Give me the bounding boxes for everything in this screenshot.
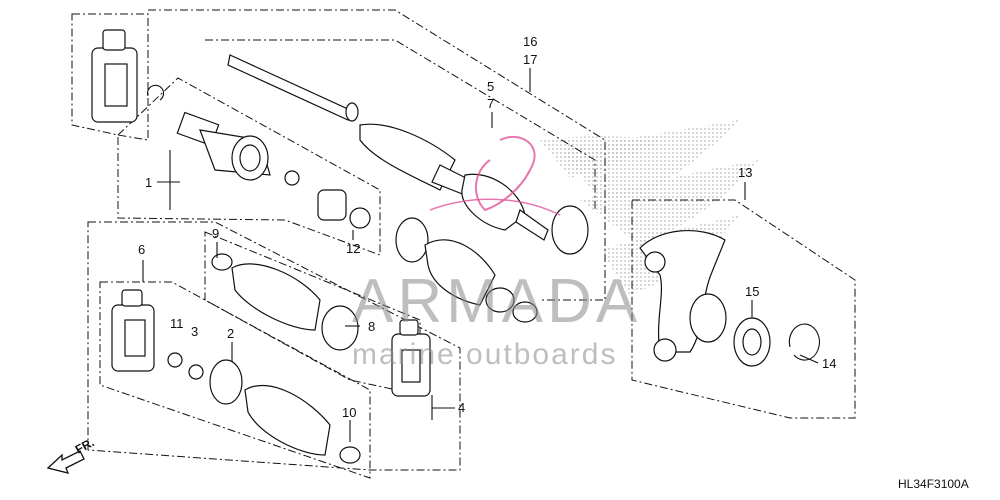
front-direction-arrow-icon (46, 450, 85, 474)
knuckle-assembly (639, 229, 820, 367)
callout-15: 15 (745, 284, 759, 299)
callout-17: 17 (523, 52, 537, 67)
group-outlines (71, 9, 856, 479)
watermark-brand: ARMADA (352, 267, 641, 336)
outer-boot-right (395, 205, 589, 323)
callout-12: 12 (346, 241, 360, 256)
callout-9: 9 (212, 226, 219, 241)
oil-bottle-top (91, 29, 165, 123)
inner-cv-joint (176, 111, 371, 229)
callout-3: 3 (191, 324, 198, 339)
callout-14: 14 (822, 356, 836, 371)
callout-16: 16 (523, 34, 537, 49)
callout-10: 10 (342, 405, 356, 420)
leader-lines (142, 68, 819, 442)
callout-11: 11 (170, 316, 184, 331)
callout-4: 4 (458, 400, 465, 415)
callout-8: 8 (368, 319, 375, 334)
oil-bottle-right (391, 319, 431, 397)
watermark-tagline: marine outboards (352, 338, 617, 371)
callout-5: 5 (487, 79, 494, 94)
diagram-code: HL34F3100A (898, 477, 969, 491)
armada-logo-icon (429, 135, 561, 216)
callout-6: 6 (138, 242, 145, 257)
callout-2: 2 (227, 326, 234, 341)
callout-7: 7 (487, 96, 494, 111)
drive-shaft (227, 54, 549, 241)
oil-bottle-left (111, 289, 155, 372)
callout-13: 13 (738, 165, 752, 180)
callout-1: 1 (145, 175, 152, 190)
lower-boot-assembly (167, 253, 361, 464)
